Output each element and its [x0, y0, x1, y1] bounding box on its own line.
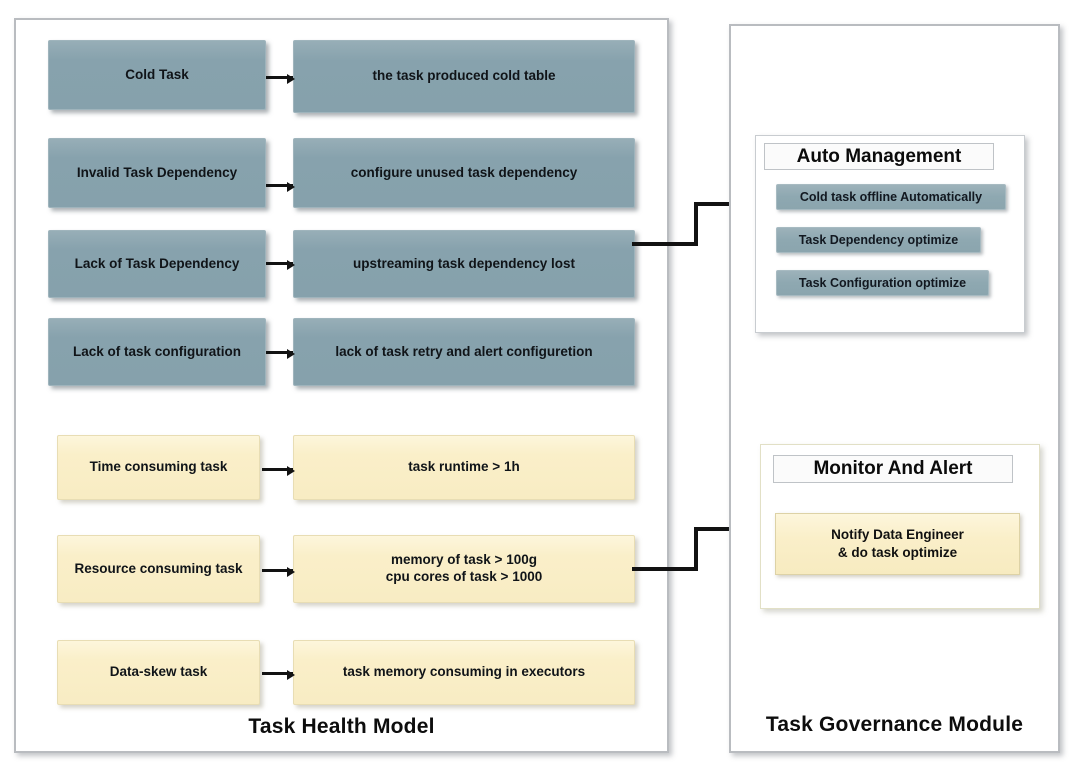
monitor-and-alert-group: Monitor And Alert Notify Data Engineer &… — [760, 444, 1040, 609]
health-category-lack-of-task-configuration[interactable]: Lack of task configuration — [48, 318, 266, 386]
flow-arrow-path-monitor — [632, 527, 748, 571]
health-condition-cold-task[interactable]: the task produced cold table — [293, 40, 635, 113]
auto-management-item-task-configuration-optimize[interactable]: Task Configuration optimize — [776, 270, 989, 296]
health-condition-time-consuming-task[interactable]: task runtime > 1h — [293, 435, 635, 500]
auto-management-item-cold-task-offline[interactable]: Cold task offline Automatically — [776, 184, 1006, 210]
task-governance-module-title: Task Governance Module — [765, 713, 1024, 736]
health-category-data-skew-task[interactable]: Data-skew task — [57, 640, 260, 705]
health-condition-lack-of-task-dependency[interactable]: upstreaming task dependency lost — [293, 230, 635, 298]
link-lack-of-task-configuration — [266, 349, 295, 359]
link-data-skew-task — [262, 670, 295, 680]
task-governance-module-panel: Task Governance Module — [729, 24, 1060, 753]
health-category-cold-task[interactable]: Cold Task — [48, 40, 266, 110]
health-condition-lack-of-task-configuration[interactable]: lack of task retry and alert configureti… — [293, 318, 635, 386]
link-resource-consuming-task — [262, 567, 295, 577]
link-time-consuming-task — [262, 466, 295, 476]
auto-management-item-task-dependency-optimize[interactable]: Task Dependency optimize — [776, 227, 981, 253]
notify-line-1: Notify Data Engineer — [831, 526, 964, 542]
health-category-time-consuming-task[interactable]: Time consuming task — [57, 435, 260, 500]
monitor-and-alert-title: Monitor And Alert — [773, 455, 1013, 483]
flow-arrow-path-auto — [632, 202, 742, 246]
link-invalid-task-dependency — [266, 182, 295, 192]
health-category-invalid-task-dependency[interactable]: Invalid Task Dependency — [48, 138, 266, 208]
auto-management-title: Auto Management — [764, 143, 994, 170]
link-cold-task — [266, 74, 295, 84]
auto-management-group: Auto Management Cold task offline Automa… — [755, 135, 1025, 333]
health-category-resource-consuming-task[interactable]: Resource consuming task — [57, 535, 260, 603]
task-health-model-title: Task Health Model — [248, 715, 435, 738]
health-condition-invalid-task-dependency[interactable]: configure unused task dependency — [293, 138, 635, 208]
health-category-lack-of-task-dependency[interactable]: Lack of Task Dependency — [48, 230, 266, 298]
health-condition-resource-consuming-task[interactable]: memory of task > 100g cpu cores of task … — [293, 535, 635, 603]
monitor-action-notify-data-engineer[interactable]: Notify Data Engineer & do task optimize — [775, 513, 1020, 575]
resource-condition-line-2: cpu cores of task > 1000 — [385, 569, 543, 584]
notify-line-2: & do task optimize — [837, 545, 958, 560]
health-condition-data-skew-task[interactable]: task memory consuming in executors — [293, 640, 635, 705]
resource-condition-line-1: memory of task > 100g — [391, 552, 537, 568]
link-lack-of-task-dependency — [266, 260, 295, 270]
